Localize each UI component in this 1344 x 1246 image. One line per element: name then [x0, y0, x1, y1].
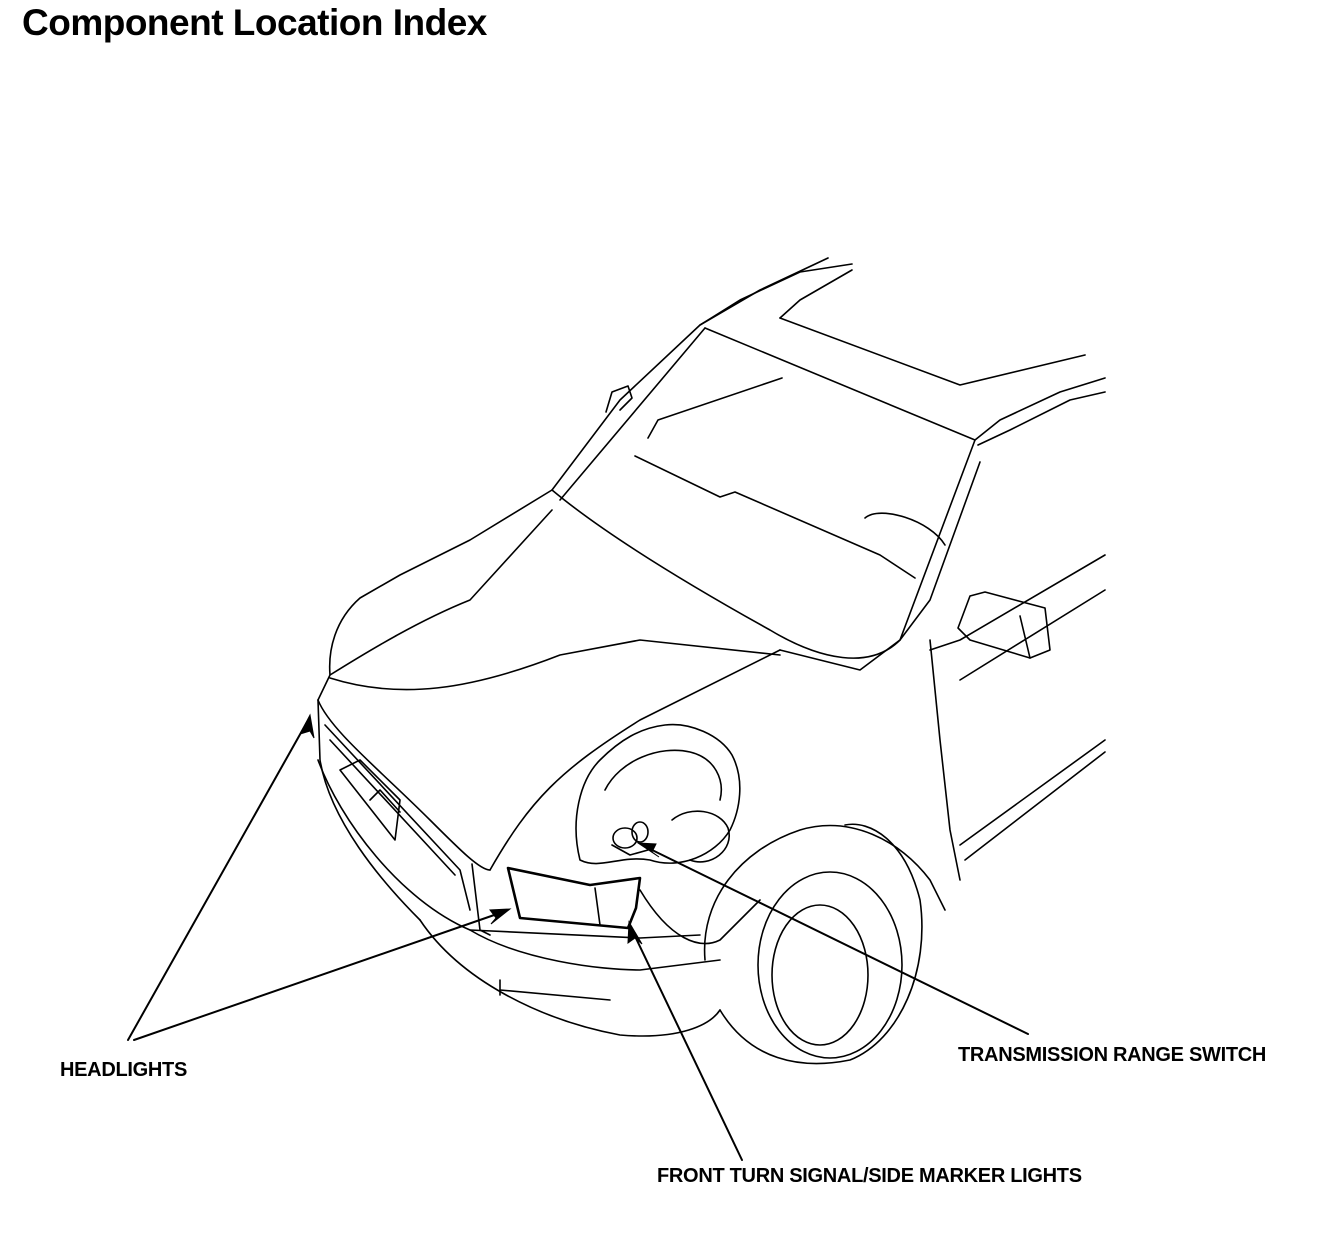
front-turn-signal-label: FRONT TURN SIGNAL/SIDE MARKER LIGHTS: [657, 1165, 1082, 1187]
vehicle-body-outline: [317, 257, 1106, 1065]
leader-lines: [127, 713, 1029, 1161]
page-title: Component Location Index: [22, 2, 487, 43]
arrowhead: [489, 908, 512, 925]
arrowhead: [627, 920, 643, 945]
headlights-leader-right: [133, 912, 501, 1041]
headlight-unit: [471, 863, 642, 936]
transmission-switch-leader: [647, 847, 1029, 1035]
headlights-leader-left: [127, 721, 308, 1041]
transmission-range-switch-label: TRANSMISSION RANGE SWITCH: [958, 1044, 1267, 1066]
headlights-label: HEADLIGHTS: [60, 1059, 188, 1081]
arrowhead: [636, 842, 660, 858]
transmission-cutaway: [575, 723, 741, 865]
arrowhead: [299, 713, 315, 739]
turn-signal-leader: [632, 931, 743, 1161]
